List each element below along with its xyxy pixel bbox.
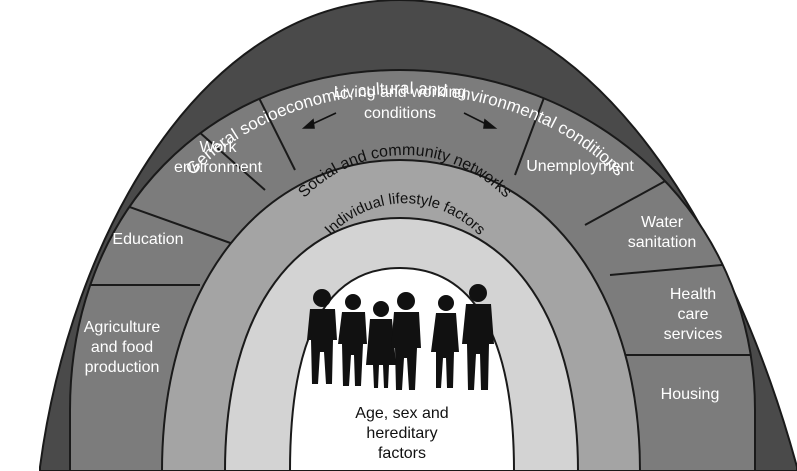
svg-text:Health: Health — [670, 286, 716, 303]
svg-text:Education: Education — [112, 231, 183, 248]
sector-agriculture: Agriculture and food production — [84, 319, 161, 376]
sector-health-care: Health care services — [664, 286, 723, 343]
svg-text:Housing: Housing — [661, 386, 720, 403]
svg-text:Agriculture: Agriculture — [84, 319, 161, 336]
sector-education: Education — [112, 231, 183, 248]
svg-text:Unemployment: Unemployment — [526, 158, 634, 175]
people-group-icon — [307, 284, 494, 390]
svg-text:environment: environment — [174, 159, 263, 176]
living-conditions-label: Living and working conditions — [334, 84, 467, 122]
svg-text:factors: factors — [378, 445, 426, 462]
core-label: Age, sex and hereditary factors — [355, 405, 448, 462]
svg-text:production: production — [85, 359, 160, 376]
svg-text:Water: Water — [641, 214, 684, 231]
svg-text:Work: Work — [199, 139, 237, 156]
svg-text:conditions: conditions — [364, 105, 436, 122]
svg-text:services: services — [664, 326, 723, 343]
svg-text:and food: and food — [91, 339, 153, 356]
sector-work-environment: Work environment — [174, 139, 263, 176]
sector-housing: Housing — [661, 386, 720, 403]
svg-text:care: care — [677, 306, 708, 323]
svg-text:hereditary: hereditary — [366, 425, 437, 442]
sector-unemployment: Unemployment — [526, 158, 634, 175]
svg-text:Living and working: Living and working — [334, 84, 467, 101]
sector-water-sanitation: Water sanitation — [628, 214, 697, 251]
arrow-icon — [301, 112, 498, 129]
svg-text:sanitation: sanitation — [628, 234, 697, 251]
svg-text:Age, sex and: Age, sex and — [355, 405, 448, 422]
